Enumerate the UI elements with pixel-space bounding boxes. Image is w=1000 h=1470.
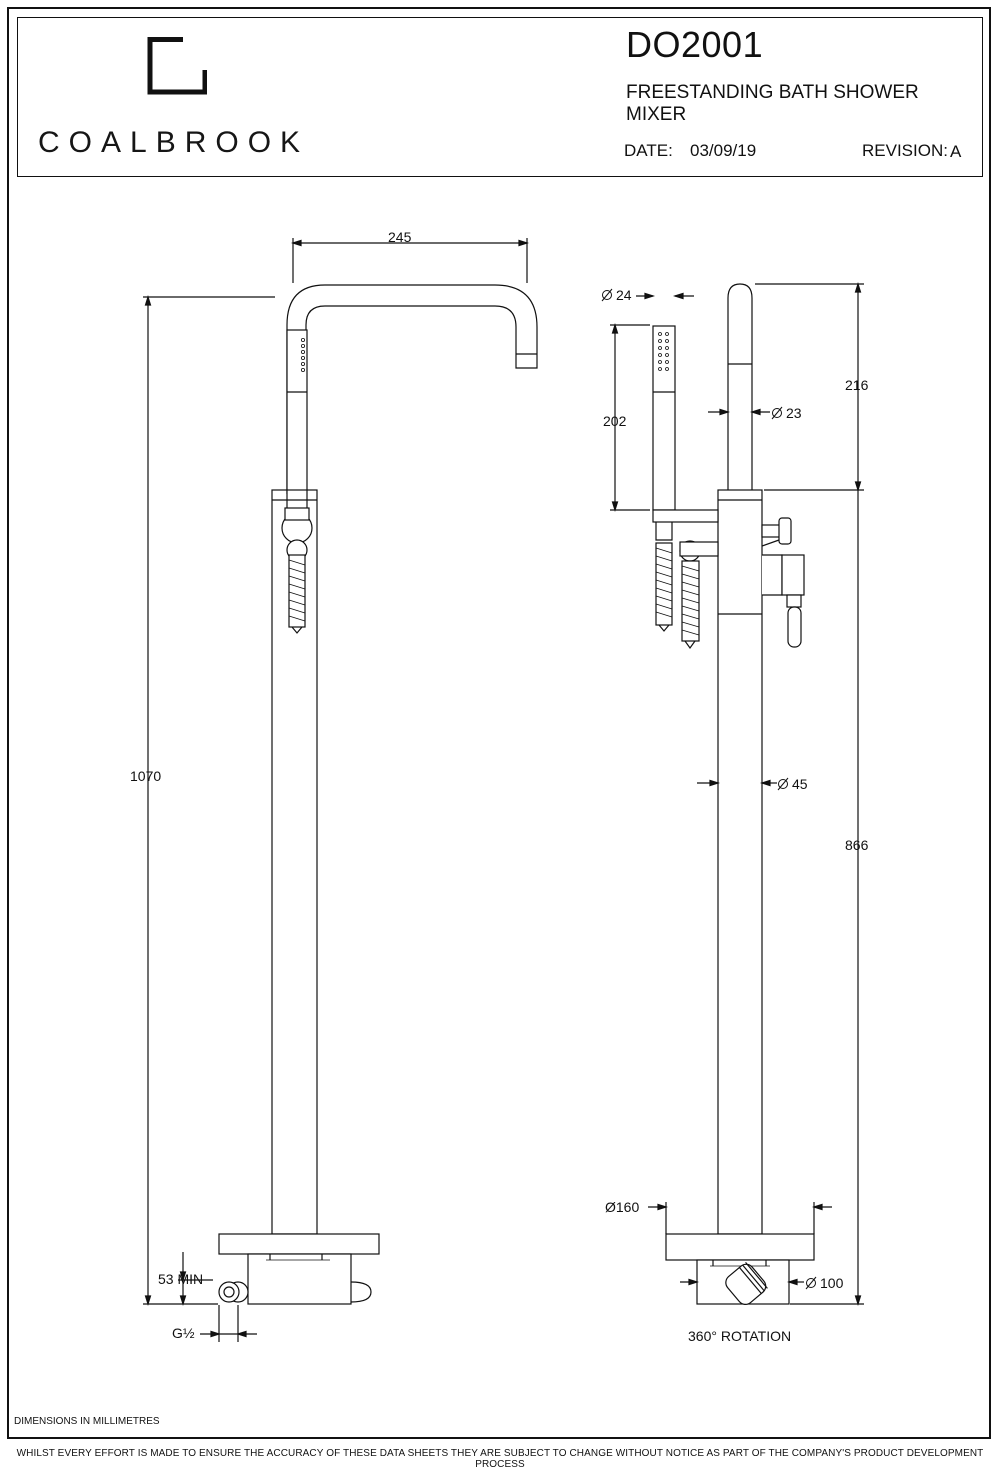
product-code: DO2001 bbox=[626, 24, 764, 65]
revision-value: A bbox=[950, 142, 962, 161]
dim-spout-reach: 245 bbox=[388, 229, 412, 245]
dim-base-dia: Ø160 bbox=[605, 1199, 639, 1215]
front-view bbox=[143, 238, 538, 1342]
dim-body-dia: 45 bbox=[792, 776, 808, 792]
rotation-note: 360° ROTATION bbox=[688, 1328, 791, 1344]
units-note: DIMENSIONS IN MILLIMETRES bbox=[14, 1416, 160, 1427]
dim-holder-dia: 23 bbox=[786, 405, 802, 421]
dim-handset-length: 202 bbox=[603, 413, 627, 429]
sheet-border bbox=[7, 7, 991, 1439]
side-view bbox=[610, 281, 864, 1307]
date-label: DATE: bbox=[624, 141, 673, 160]
diameter-icon bbox=[602, 290, 612, 300]
coalbrook-logo-icon bbox=[147, 37, 207, 95]
dim-min-clearance: 53 MIN bbox=[158, 1271, 203, 1287]
diameter-icon bbox=[778, 779, 788, 789]
dim-foot-dia: 100 bbox=[820, 1275, 844, 1291]
date-value: 03/09/19 bbox=[690, 141, 757, 160]
dim-connection: G½ bbox=[172, 1325, 195, 1341]
dim-holder-height: 216 bbox=[845, 377, 869, 393]
diameter-icon bbox=[772, 408, 782, 418]
disclaimer: WHILST EVERY EFFORT IS MADE TO ENSURE TH… bbox=[16, 1448, 984, 1470]
dim-handset-dia: 24 bbox=[616, 287, 632, 303]
diameter-icon bbox=[806, 1278, 816, 1288]
product-name: FREESTANDING BATH SHOWER MIXER bbox=[626, 82, 919, 125]
title-block: COALBROOK DO2001 FREESTANDING BATH SHOWE… bbox=[17, 17, 983, 177]
revision-label: REVISION: bbox=[862, 141, 948, 160]
brand-name: COALBROOK bbox=[38, 126, 310, 159]
dim-overall-height: 1070 bbox=[130, 768, 161, 784]
dim-body-height: 866 bbox=[845, 837, 869, 853]
